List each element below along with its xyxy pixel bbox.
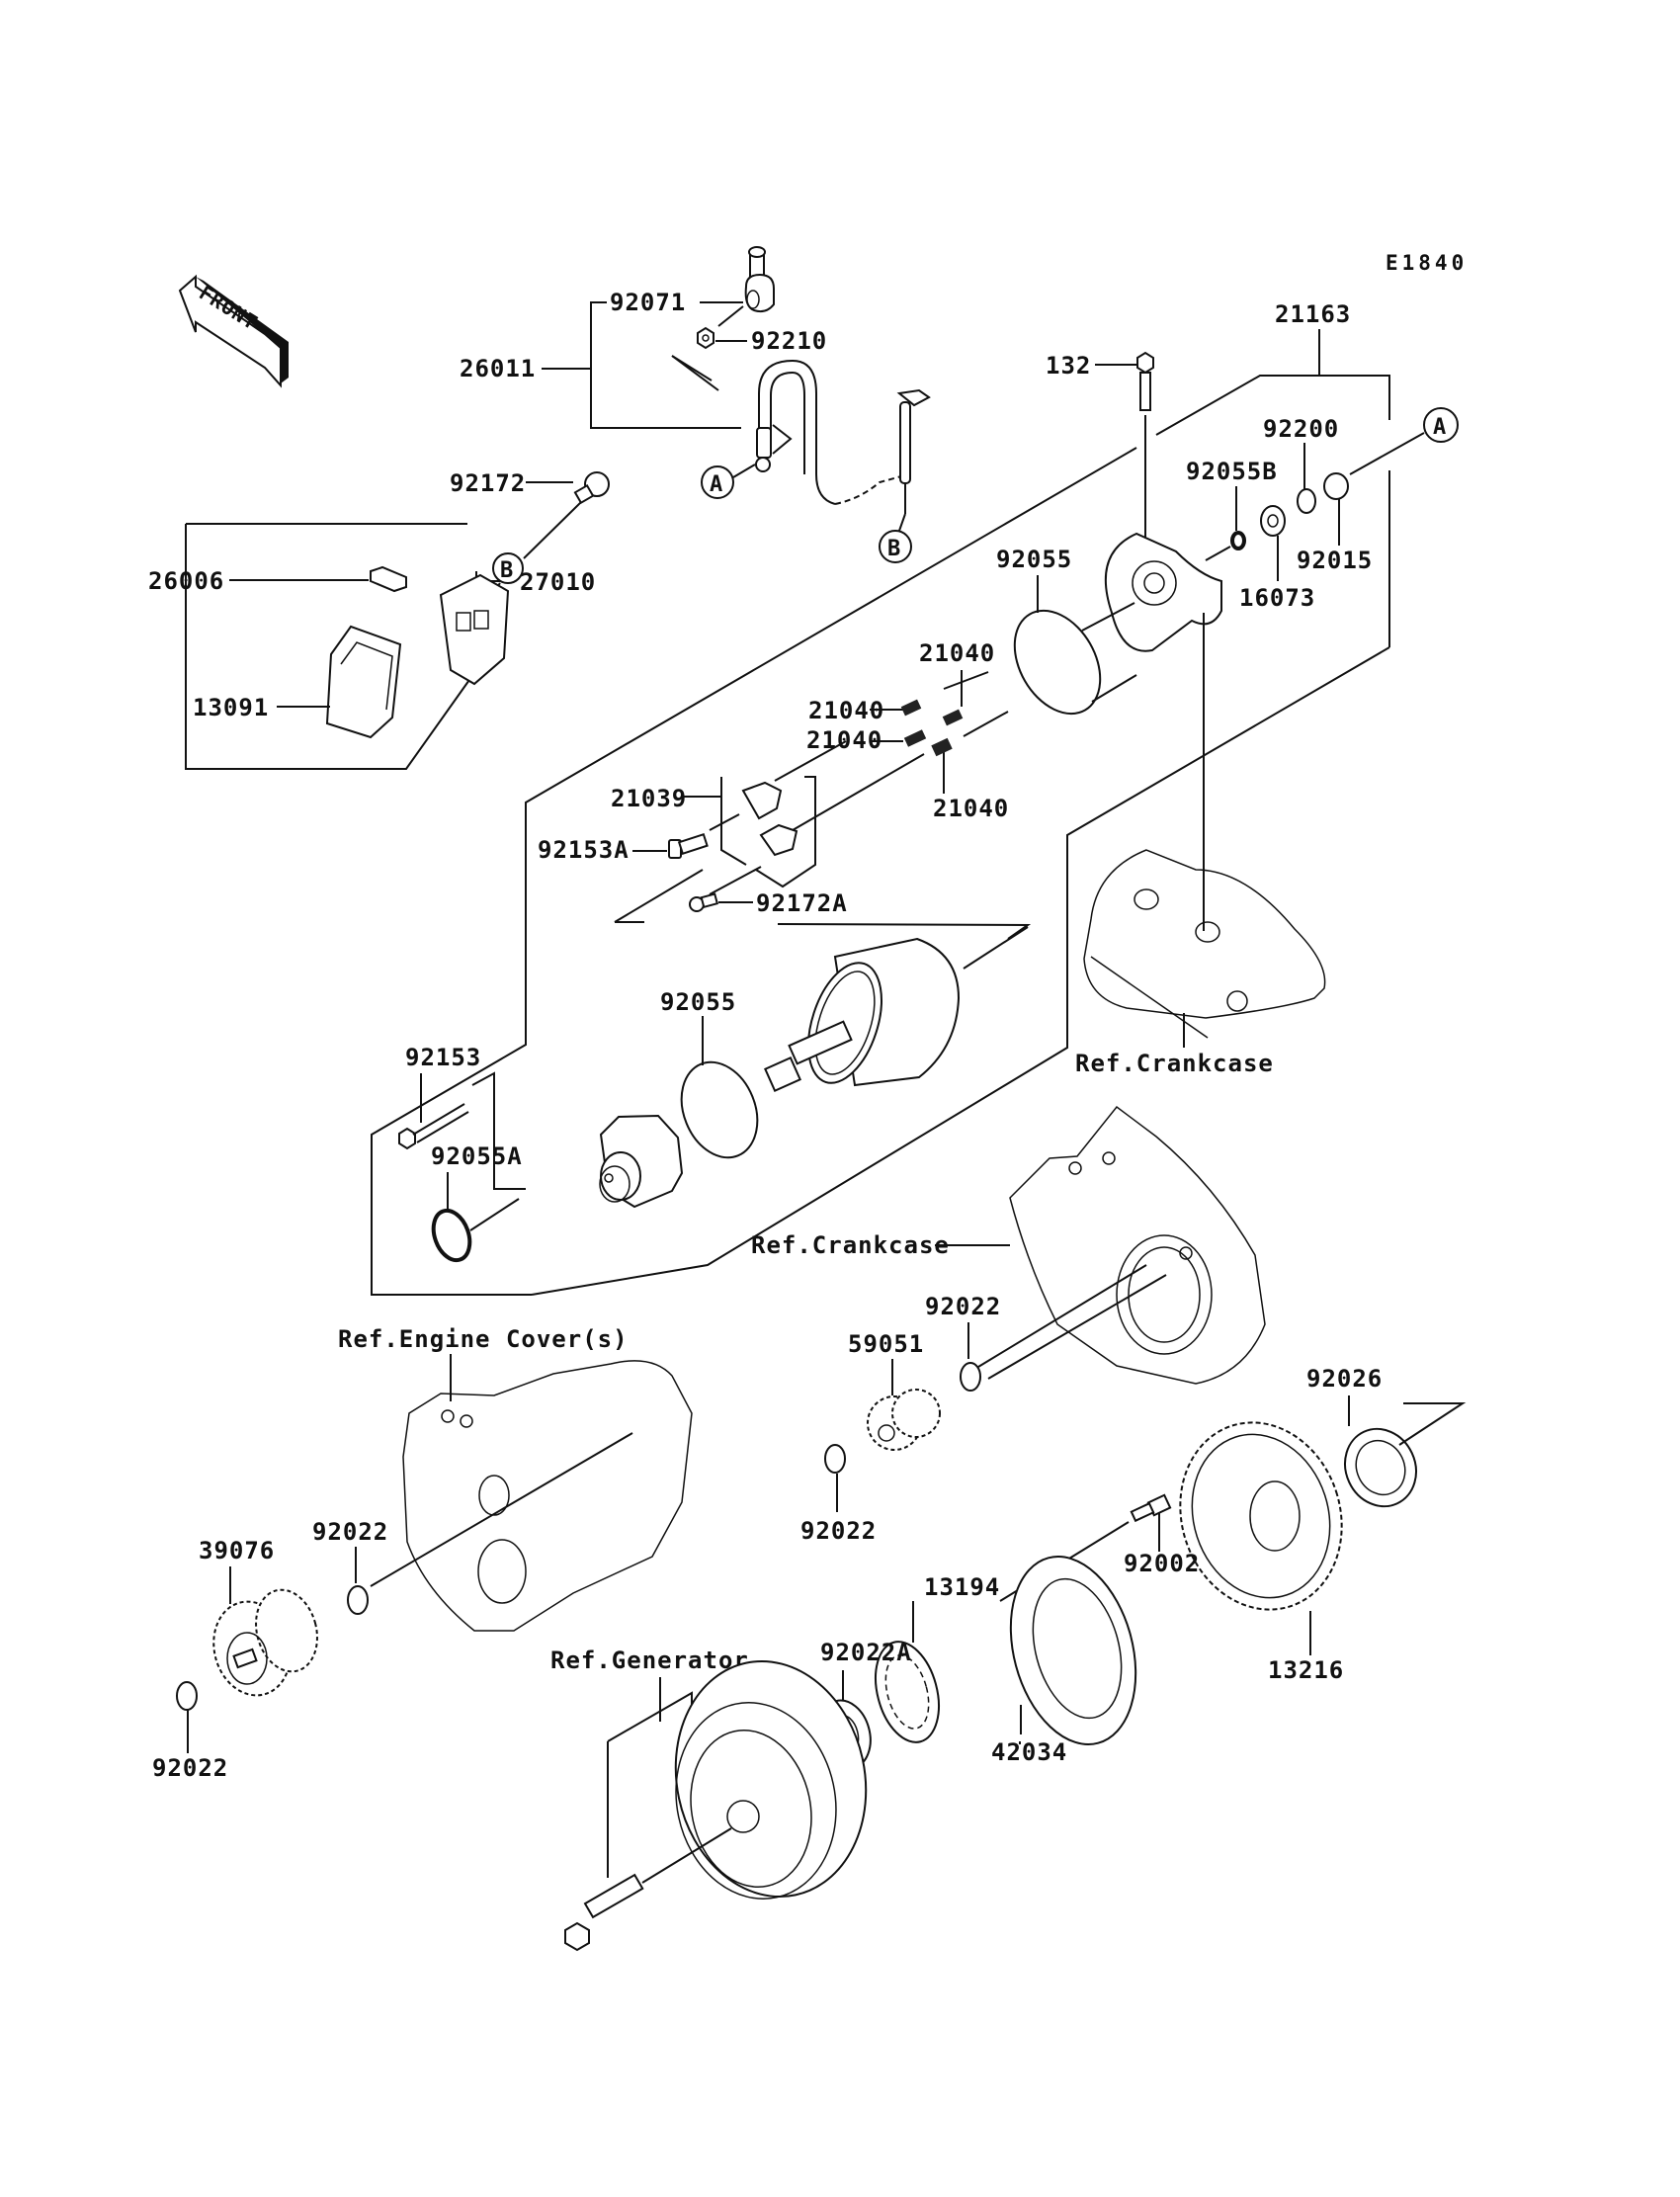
nut-part <box>697 326 714 350</box>
part-label-21163: 21163 <box>1275 300 1351 328</box>
part-label-13194: 13194 <box>924 1573 1000 1601</box>
part-label-92022A: 92022A <box>820 1639 912 1666</box>
part-label-132: 132 <box>1046 352 1091 380</box>
part-label-16073: 16073 <box>1239 584 1315 612</box>
harness-group: 26011 92071 92210 A B <box>460 246 931 563</box>
washer-92022-d-part <box>176 1681 198 1711</box>
clutch-plate-part <box>1009 1556 1137 1745</box>
reduction-gear-part <box>212 1588 318 1697</box>
starter-end-cover-part <box>1104 532 1222 652</box>
relay-cover-part <box>325 625 402 739</box>
idle-gear-part <box>867 1389 941 1451</box>
front-arrow-icon: FRONT <box>178 274 289 388</box>
nut-92015-part <box>1323 472 1349 500</box>
part-label-92172: 92172 <box>450 469 526 497</box>
gear-train: 92022 59051 92022 92026 13216 <box>800 1264 1467 1770</box>
part-label-92022-d: 92022 <box>152 1754 228 1782</box>
diagram-code: E1840 <box>1386 251 1468 275</box>
part-label-21040-c: 21040 <box>806 726 882 754</box>
part-label-92002: 92002 <box>1124 1550 1200 1577</box>
ref-label-crankcase-lower: Ref.Crankcase <box>751 1231 950 1259</box>
bolt-part <box>1136 351 1154 411</box>
crankcase-lower-ref: Ref.Crankcase <box>751 1105 1266 1385</box>
cable-part <box>758 359 836 505</box>
brush-holder-part <box>741 781 783 820</box>
callout-b <box>879 530 912 563</box>
ref-label-crankcase-upper: Ref.Crankcase <box>1075 1050 1274 1077</box>
motor-yoke-part <box>764 937 961 1092</box>
terminal-cap-part <box>744 246 775 313</box>
part-label-92153A: 92153A <box>538 836 630 864</box>
part-label-21040-a: 21040 <box>919 639 995 667</box>
part-label-92055B: 92055B <box>1186 458 1278 485</box>
brush-spring-part <box>900 699 922 717</box>
part-label-21039: 21039 <box>611 785 687 812</box>
washer-92022-c-part <box>347 1585 369 1615</box>
one-way-clutch-part <box>875 1641 940 1743</box>
part-label-27010: 27010 <box>520 568 596 596</box>
part-label-92153: 92153 <box>405 1044 481 1071</box>
rotor-part <box>674 1659 868 1900</box>
part-label-21040-d: 21040 <box>933 795 1009 822</box>
part-label-13216: 13216 <box>1268 1656 1344 1684</box>
part-label-92055A: 92055A <box>431 1142 523 1170</box>
engine-cover-ref: Ref.Engine Cover(s) <box>338 1325 693 1632</box>
o-ring-part <box>1013 609 1102 716</box>
bearing-part <box>1344 1427 1417 1508</box>
part-label-92022-c: 92022 <box>312 1518 388 1546</box>
part-label-92055-top: 92055 <box>996 546 1072 573</box>
part-label-92022-b: 92022 <box>800 1517 877 1545</box>
generator-ref: Ref.Generator <box>550 1647 868 1952</box>
o-ring-mid-part <box>680 1060 759 1159</box>
part-label-92026: 92026 <box>1306 1365 1383 1393</box>
ref-label-generator: Ref.Generator <box>550 1647 749 1674</box>
washer-part <box>1297 488 1316 514</box>
starter-group: 21163 132 92200 92055B 16073 92015 A <box>371 300 1459 1296</box>
crankcase-upper-ref: Ref.Crankcase <box>1075 849 1326 1077</box>
relay-group: 27010 92172 B 26006 13091 <box>148 469 610 770</box>
part-label-92200: 92200 <box>1263 415 1339 443</box>
part-label-92071: 92071 <box>610 289 686 316</box>
part-label-26006: 26006 <box>148 567 224 595</box>
nut-16073-part <box>1260 505 1286 537</box>
flywheel-bolt-part <box>564 1873 644 1952</box>
relay-part <box>439 573 510 686</box>
part-label-39076: 39076 <box>199 1537 275 1564</box>
callout-b2-label: B <box>500 558 514 583</box>
callout-a-label: A <box>710 472 723 497</box>
starter-clutch-gear-part <box>1179 1421 1343 1611</box>
callout-a2-label: A <box>1433 415 1447 440</box>
starter-front-cover-part <box>599 1114 684 1209</box>
part-label-92172A: 92172A <box>756 889 848 917</box>
callout-b-label: B <box>887 537 901 561</box>
screw-part <box>573 471 610 505</box>
part-label-92210: 92210 <box>751 327 827 355</box>
fuse-part <box>370 565 407 593</box>
part-label-26011: 26011 <box>460 355 536 382</box>
part-label-92055-mid: 92055 <box>660 988 736 1016</box>
ref-label-engine-cover: Ref.Engine Cover(s) <box>338 1325 629 1353</box>
part-label-59051: 59051 <box>848 1330 924 1358</box>
part-label-42034: 42034 <box>991 1738 1067 1766</box>
part-label-13091: 13091 <box>193 694 269 721</box>
callout-a <box>701 465 734 499</box>
part-label-92015: 92015 <box>1297 547 1373 574</box>
part-label-92022-a: 92022 <box>925 1293 1001 1320</box>
